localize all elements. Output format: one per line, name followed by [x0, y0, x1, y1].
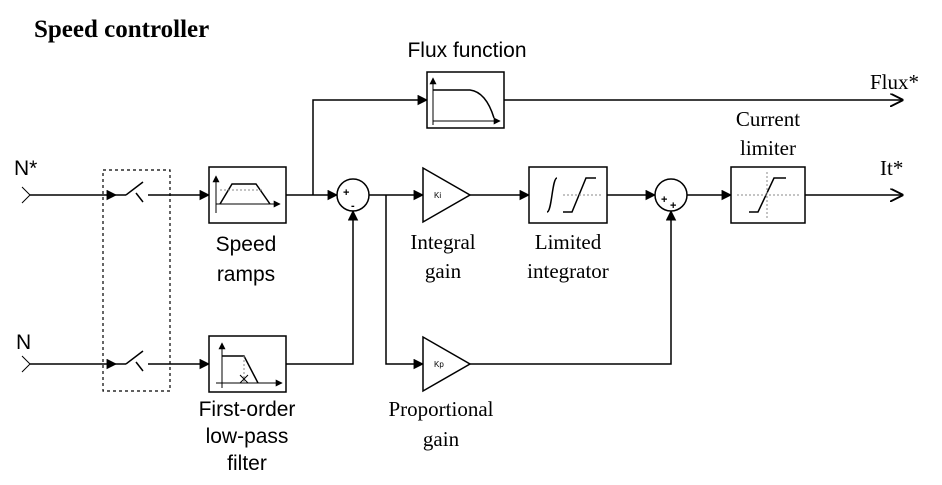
- switch-top-icon: [125, 181, 144, 196]
- switch-top-arrow-icon: [135, 192, 144, 203]
- limited-integrator-icon: [546, 177, 602, 213]
- filter-label-line3: filter: [227, 452, 267, 475]
- low-pass-filter-icon: [216, 342, 283, 388]
- output-label-it: It*: [880, 156, 903, 180]
- summer2-plus-bottom-sign: +: [670, 200, 676, 212]
- summer2-plus-left-sign: +: [661, 194, 667, 206]
- input-chevron-n-meas: [21, 355, 31, 373]
- current-limiter-block: [730, 166, 806, 224]
- filter-label-line2: low-pass: [206, 425, 289, 448]
- flux-function-block: [426, 71, 505, 129]
- switch-bottom-icon: [125, 350, 144, 365]
- wire-filter-to-sum: [286, 209, 359, 365]
- flux-function-icon: [429, 77, 501, 125]
- kp-symbol: Kp: [434, 360, 444, 369]
- speed-ramps-block: [208, 166, 287, 224]
- speed-ramps-icon: [212, 175, 281, 213]
- output-label-flux: Flux*: [870, 70, 919, 94]
- signal-selector-box: [102, 169, 171, 392]
- proportional-gain-label-line2: gain: [423, 427, 460, 451]
- switch-bottom-arrow-icon: [135, 361, 144, 372]
- current-limiter-icon: [737, 172, 800, 218]
- speed-ramps-label-line1: Speed: [216, 233, 277, 256]
- limited-integrator-label-line1: Limited: [535, 230, 602, 254]
- current-limiter-label-line2: limiter: [740, 136, 796, 160]
- speed-ramps-label-line2: ramps: [217, 263, 275, 286]
- proportional-gain-block: [422, 335, 472, 393]
- integral-gain-block: [422, 166, 472, 224]
- filter-label-line1: First-order: [199, 398, 296, 421]
- ki-symbol: Ki: [434, 191, 441, 200]
- input-chevron-n-ref: [21, 186, 31, 204]
- integral-gain-label-line2: gain: [425, 259, 462, 283]
- summer1-minus-sign: -: [351, 200, 355, 212]
- summer1-plus-sign: +: [343, 187, 349, 199]
- wire-kp-to-sum: [470, 209, 677, 365]
- integral-gain-label-line1: Integral: [410, 230, 475, 254]
- input-label-n-meas: N: [16, 331, 31, 354]
- flux-function-label: Flux function: [407, 39, 526, 62]
- limited-integrator-label-line2: integrator: [527, 259, 609, 283]
- wire-sum-to-kp: [385, 195, 425, 370]
- proportional-gain-label-line1: Proportional: [389, 397, 494, 421]
- wire-to-flux-function: [312, 94, 429, 195]
- diagram-title: Speed controller: [34, 16, 209, 43]
- input-label-n-ref: N*: [14, 157, 37, 180]
- current-limiter-label-line1: Current: [736, 107, 800, 131]
